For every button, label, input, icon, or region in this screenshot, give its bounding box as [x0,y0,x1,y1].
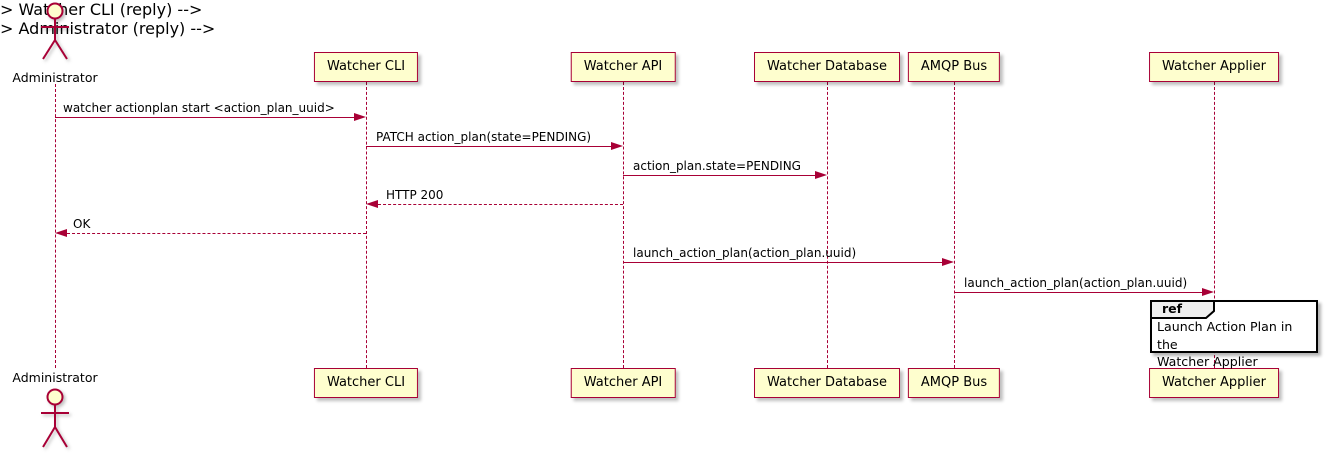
actor-icon [41,2,69,60]
lifeline-watcher-database [827,82,828,368]
message-line [366,146,611,147]
actor-label: Administrator [12,370,98,385]
lifeline-watcher-applier [1214,82,1215,368]
participant-watcher-cli-bottom: Watcher CLI [313,368,419,398]
ref-keyword: ref [1162,301,1183,316]
lifeline-watcher-cli [366,82,367,368]
participant-watcher-database-bottom: Watcher Database [754,368,900,398]
lifeline-amqp-bus [954,82,955,368]
message-line [55,117,354,118]
participant-watcher-applier-top: Watcher Applier [1149,52,1279,82]
actor-administrator-bottom: Administrator [0,370,110,456]
message-label: OK [73,217,91,231]
message-label: HTTP 200 [386,188,444,202]
actor-label: Administrator [12,70,98,85]
ref-pentagon-icon [1150,300,1215,319]
arrowhead-icon [354,113,366,121]
participant-watcher-api-bottom: Watcher API [570,368,676,398]
arrowhead-icon [942,258,954,266]
message-label: watcher actionplan start <action_plan_uu… [63,101,335,115]
arrowhead-icon [1202,288,1214,296]
message-line [623,262,942,263]
participant-amqp-bus-top: AMQP Bus [907,52,1001,82]
message-line [954,292,1202,293]
message-label: launch_action_plan(action_plan.uuid) [633,246,857,260]
participant-amqp-bus-bottom: AMQP Bus [907,368,1001,398]
arrowhead-icon [815,171,827,179]
message-line [378,204,623,205]
message-label: PATCH action_plan(state=PENDING) [376,130,592,144]
arrowhead-icon [611,142,623,150]
participant-watcher-api-top: Watcher API [570,52,676,82]
participant-watcher-applier-bottom: Watcher Applier [1149,368,1279,398]
ref-fragment: ref Launch Action Plan in the Watcher Ap… [1150,300,1318,369]
message-line [623,175,815,176]
ref-header: ref [1150,300,1216,319]
lifeline-administrator [55,84,56,368]
arrowhead-icon [366,200,378,208]
participant-watcher-database-top: Watcher Database [754,52,900,82]
message-label: launch_action_plan(action_plan.uuid) [964,276,1188,290]
participant-watcher-cli-top: Watcher CLI [313,52,419,82]
lifeline-watcher-api [623,82,624,368]
actor-icon [41,388,69,448]
actor-administrator-top: Administrator [0,2,110,85]
message-line [67,233,366,234]
arrowhead-icon [55,229,67,237]
ref-text: Launch Action Plan in the Watcher Applie… [1157,319,1293,369]
message-label: action_plan.state=PENDING [633,159,801,173]
